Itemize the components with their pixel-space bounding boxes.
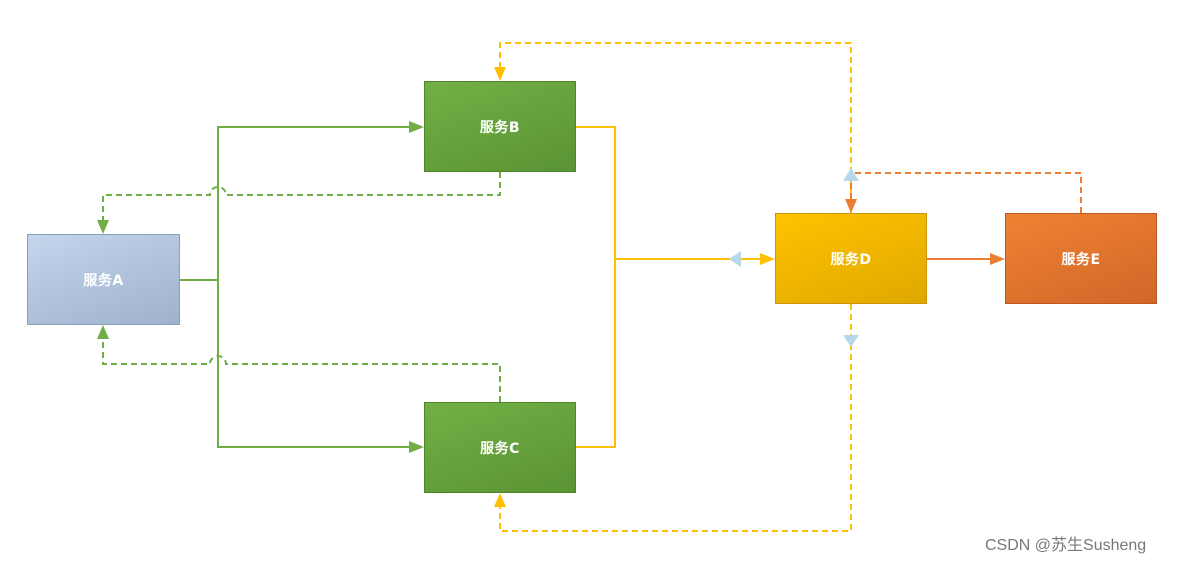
- connection-hint-markers: [729, 168, 859, 347]
- service-b-label: 服务B: [479, 119, 521, 136]
- yellow-dashed-arrowheads: [494, 67, 506, 507]
- arrowhead-into-b: [409, 121, 424, 133]
- service-e-label: 服务E: [1061, 251, 1101, 268]
- edge-a-to-b: [217, 126, 412, 280]
- edge-b-to-a-return: [102, 172, 501, 222]
- service-a-label: 服务A: [83, 272, 124, 289]
- edge-b-to-d: [576, 126, 616, 259]
- green-dashed-arrowheads: [97, 220, 109, 339]
- arrowhead-into-b-top: [494, 67, 506, 81]
- green-solid-connectors: [180, 126, 412, 448]
- arrowhead-into-c: [409, 441, 424, 453]
- hint-triangle-top-icon: [843, 168, 859, 181]
- edge-c-to-a-return: [102, 338, 501, 402]
- service-e-node[interactable]: 服务E: [1005, 213, 1157, 304]
- green-solid-arrowheads: [409, 121, 424, 453]
- service-c-label: 服务C: [480, 440, 520, 457]
- edge-d-to-b-return: [499, 42, 852, 213]
- service-d-node[interactable]: 服务D: [775, 213, 927, 304]
- hint-triangle-left-icon: [729, 251, 741, 267]
- edge-a-to-c: [217, 280, 412, 448]
- arrowhead-into-a-top: [97, 220, 109, 234]
- edge-c-to-d: [576, 259, 616, 448]
- green-dashed-connectors: [102, 172, 501, 402]
- hint-triangle-bottom-icon: [843, 335, 859, 347]
- service-b-node[interactable]: 服务B: [424, 81, 576, 172]
- watermark: CSDN @苏生Susheng: [985, 537, 1147, 554]
- service-a-node[interactable]: 服务A: [27, 234, 180, 325]
- service-d-label: 服务D: [830, 251, 872, 268]
- arrowhead-into-c-bottom: [494, 493, 506, 507]
- arrowhead-into-a-bottom: [97, 325, 109, 339]
- yellow-solid-connectors: [576, 126, 761, 448]
- edge-e-to-d-return: [850, 172, 1082, 213]
- arrowhead-into-e: [990, 253, 1005, 265]
- yellow-dashed-connectors: [499, 42, 852, 532]
- arrowhead-into-d-top: [845, 199, 857, 213]
- arrowhead-into-d-left: [760, 253, 775, 265]
- edge-d-to-c-return: [499, 304, 852, 532]
- service-c-node[interactable]: 服务C: [424, 402, 576, 493]
